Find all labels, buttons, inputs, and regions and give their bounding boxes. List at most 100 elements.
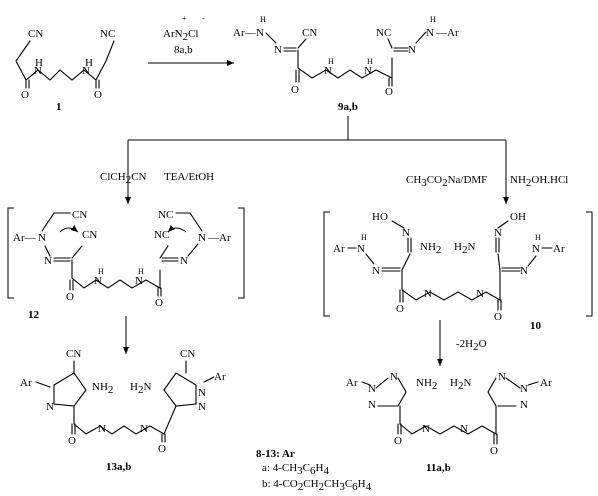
atom-h: H — [535, 233, 541, 242]
legend-b: b: 4-CO2CH2CH3C6H4 — [262, 478, 372, 493]
atom-n: N — [46, 401, 54, 413]
atom-n: N — [180, 255, 188, 267]
atom-h2n-right: H2N — [454, 241, 475, 256]
atom-nc: NC — [154, 229, 169, 241]
atom-n: N — [408, 44, 416, 56]
atom-n: N — [390, 371, 398, 383]
atom-h: H — [85, 57, 93, 69]
atom-ar-left: Ar — [346, 377, 358, 389]
atom-o: O — [490, 445, 498, 457]
compound-1: CN NC O O H N H N 1 — [15, 28, 115, 113]
atom-n: N — [198, 387, 206, 399]
atom-n: N — [256, 27, 264, 39]
reagent-clch2cn: ClCH2CN — [100, 171, 147, 186]
atom-n: N — [140, 423, 148, 435]
compound-label-13ab: 13a,b — [106, 461, 131, 473]
atom-n: N — [520, 265, 528, 277]
atom-h: H — [367, 57, 373, 66]
atom-n: N — [422, 423, 430, 435]
reagent-nh2oh-hcl: NH2OH.HCl — [510, 174, 568, 189]
charge-plus: + — [182, 14, 187, 23]
compound-label-10: 10 — [530, 320, 542, 332]
step-dehydration: -2H2O — [437, 320, 487, 366]
charge-minus: - — [202, 14, 205, 23]
atom-o: O — [155, 297, 163, 309]
atom-o: O — [385, 86, 393, 98]
atom-n: N — [402, 227, 410, 239]
atom-n: N — [38, 232, 46, 244]
atom-o: O — [158, 443, 166, 455]
atom-o: O — [291, 84, 299, 96]
atom-cn: CN — [82, 229, 97, 241]
legend-a: a: 4-CH3C6H4 — [262, 462, 329, 477]
atom-o: O — [66, 291, 74, 303]
reagent-ar-n2cl: ArN2Cl — [163, 28, 198, 43]
atom-n: N — [274, 44, 282, 56]
atom-h: H — [98, 267, 104, 276]
atom-ar-right: —Ar — [435, 27, 459, 39]
atom-n: N — [44, 255, 52, 267]
atom-nc-right: NC — [100, 28, 115, 40]
atom-ar-left: Ar— — [233, 27, 257, 39]
atom-n: N — [34, 65, 42, 77]
reagent-ch3co2na-dmf: CH3CO2Na/DMF — [406, 174, 487, 189]
compound-label-1: 1 — [56, 101, 62, 113]
reagent-tea-etoh: TEA/EtOH — [164, 171, 214, 183]
atom-ar-right: —Ar — [207, 232, 231, 244]
atom-o: O — [68, 435, 76, 447]
atom-o: O — [394, 435, 402, 447]
atom-n: N — [498, 371, 506, 383]
atom-h2n-right: H2N — [130, 381, 151, 396]
atom-n: N — [476, 288, 484, 300]
atom-o: O — [494, 311, 502, 323]
atom-ar-left: Ar — [333, 243, 345, 255]
atom-n: N — [198, 401, 206, 413]
atom-n: N — [424, 288, 432, 300]
atom-n: N — [135, 275, 143, 287]
atom-h: H — [138, 267, 144, 276]
electron-arrow — [59, 225, 79, 233]
compound-label-12: 12 — [28, 309, 40, 321]
atom-cn-left: CN — [28, 28, 43, 40]
atom-h: H — [328, 57, 334, 66]
atom-ho: HO — [372, 211, 388, 223]
atom-nh2-left: NH2 — [416, 377, 437, 392]
atom-n: N — [324, 65, 332, 77]
reagents-left-branch: ClCH2CN TEA/EtOH — [100, 171, 214, 186]
compound-label-11ab: 11a,b — [426, 462, 451, 474]
atom-n: N — [532, 243, 540, 255]
atom-h: H — [35, 57, 43, 69]
atom-cn-right: CN — [180, 348, 195, 360]
reagent-minus-2h2o: -2H2O — [456, 338, 487, 353]
atom-n: N — [426, 27, 434, 39]
atom-o-left: O — [21, 89, 29, 101]
atom-ar-right: Ar — [553, 243, 565, 255]
atom-n: N — [94, 275, 102, 287]
atom-n: N — [98, 423, 106, 435]
atom-ar-left: Ar— — [13, 232, 37, 244]
atom-n: N — [368, 383, 376, 395]
atom-ar-left: Ar — [20, 377, 32, 389]
atom-oh: OH — [510, 211, 526, 223]
atom-n: N — [460, 423, 468, 435]
atom-cn-left: CN — [66, 348, 81, 360]
atom-h: H — [361, 233, 367, 242]
atom-h: H — [260, 15, 266, 24]
atom-nc: NC — [158, 209, 173, 221]
atom-o-right: O — [94, 89, 102, 101]
atom-ar-right: Ar — [540, 377, 552, 389]
atom-h: H — [430, 15, 436, 24]
atom-ar-right: Ar — [214, 371, 226, 383]
legend-title: 8-13: Ar — [256, 448, 295, 460]
atom-nh2-left: NH2 — [92, 381, 113, 396]
atom-n: N — [368, 399, 376, 411]
atom-n: N — [198, 232, 206, 244]
substituent-legend: 8-13: Ar a: 4-CH3C6H4 b: 4-CO2CH2CH3C6H4 — [256, 448, 372, 493]
atom-o: O — [396, 303, 404, 315]
atom-n: N — [372, 265, 380, 277]
step-azo-coupling: ArN2Cl + - 8a,b — [148, 14, 234, 66]
atom-n: N — [82, 65, 90, 77]
atom-n: N — [520, 383, 528, 395]
compound-12: Ar— N CN N CN O H N H N O NC N N —Ar NC … — [7, 207, 245, 321]
